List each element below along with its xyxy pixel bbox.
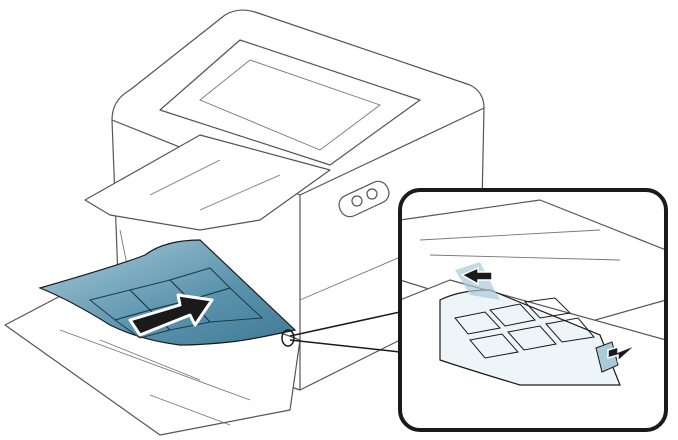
- insert-arrow-icon: [128, 293, 214, 337]
- button-icon: [366, 188, 378, 200]
- control-panel: [338, 180, 390, 218]
- guide-arrow-right-icon: [607, 344, 637, 363]
- callout-lines: [281, 311, 401, 353]
- button-icon: [351, 195, 363, 207]
- label-paper: [38, 239, 297, 346]
- detail-inset: [398, 188, 668, 432]
- guide-arrow-left-icon: [460, 266, 493, 286]
- output-tray: [84, 134, 331, 231]
